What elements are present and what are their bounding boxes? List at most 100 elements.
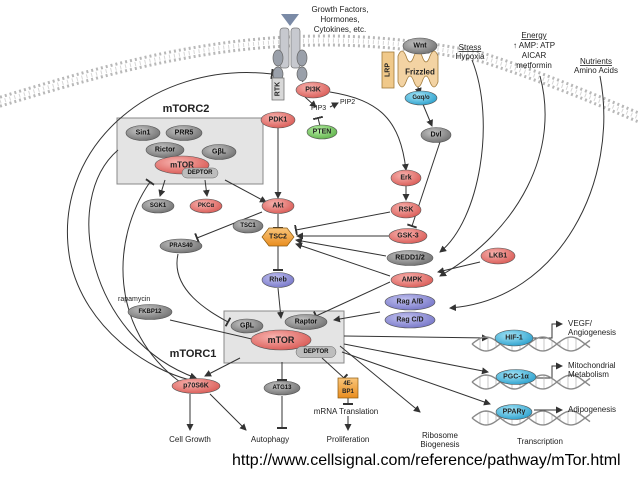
node-hif1: HIF-1 bbox=[494, 329, 534, 347]
node-sin1-label: Sin1 bbox=[136, 130, 151, 137]
node-fkbp12: FKBP12 bbox=[127, 304, 173, 320]
node-rheb: Rheb bbox=[261, 272, 295, 288]
node-pkca: PKCα bbox=[189, 198, 223, 214]
node-deptor2-label: DEPTOR bbox=[188, 170, 214, 176]
node-deptor2: DEPTOR bbox=[181, 167, 219, 179]
energy-label-1: ↑ AMP: ATP bbox=[513, 41, 555, 50]
frizzled-label: Frizzled bbox=[405, 68, 435, 77]
node-lkb1-label: LKB1 bbox=[489, 253, 507, 260]
pathway-edges bbox=[67, 59, 605, 431]
node-gbl2-label: GβL bbox=[212, 149, 227, 156]
vegf-label-0: VEGF/ bbox=[568, 319, 593, 328]
node-4ebp1: 4E-BP1 bbox=[337, 377, 359, 399]
node-rsk-label: RSK bbox=[399, 207, 414, 214]
node-p70s6k: p70S6K bbox=[171, 378, 221, 394]
node-prr5-label: PRR5 bbox=[175, 130, 194, 137]
stress-label-1: Hypoxia bbox=[456, 52, 485, 61]
pip2-label: PIP2 bbox=[340, 99, 355, 106]
nutrients-label-1: Amino Acids bbox=[574, 66, 618, 75]
node-pgc1a-label: PGC-1α bbox=[503, 374, 529, 381]
node-4ebp1-label-1: BP1 bbox=[342, 389, 354, 395]
node-sin1: Sin1 bbox=[125, 125, 161, 141]
node-dvl-label: Dvl bbox=[431, 132, 442, 139]
node-pdk1: PDK1 bbox=[260, 111, 296, 129]
stress-label-0: Stress bbox=[459, 43, 482, 52]
node-tsc1: TSC1 bbox=[232, 218, 264, 234]
node-pten-label: PTEN bbox=[313, 129, 332, 136]
node-deptor1: DEPTOR bbox=[295, 346, 337, 358]
growth-factors-label-2: Cytokines, etc. bbox=[314, 25, 366, 34]
node-atg13-label: ATG13 bbox=[273, 385, 293, 391]
node-wnt-label: Wnt bbox=[413, 43, 427, 50]
ribosome-biogenesis-label-1: Biogenesis bbox=[420, 440, 459, 449]
node-prr5: PRR5 bbox=[165, 125, 203, 141]
mito-label-0: Mitochondrial bbox=[568, 361, 616, 370]
node-tsc2-label: TSC2 bbox=[269, 234, 287, 241]
node-rsk: RSK bbox=[390, 201, 422, 219]
node-redd-label: REDD1/2 bbox=[395, 255, 425, 262]
node-mtor1: mTOR bbox=[250, 329, 312, 351]
node-rictor-label: Rictor bbox=[155, 147, 176, 154]
node-gbl1: GβL bbox=[230, 318, 264, 334]
node-fkbp12-label: FKBP12 bbox=[138, 309, 162, 315]
cell-growth-label-0: Cell Growth bbox=[169, 435, 211, 444]
energy-label-3: metformin bbox=[516, 61, 552, 70]
mrna-translation-label-0: mRNA Translation bbox=[314, 407, 378, 416]
node-pras40: PRAS40 bbox=[159, 238, 203, 254]
rtk-label: RTK bbox=[275, 82, 282, 96]
node-p70s6k-label: p70S6K bbox=[183, 383, 209, 390]
node-rictor: Rictor bbox=[145, 142, 185, 158]
node-ampk-label: AMPK bbox=[402, 277, 423, 284]
node-hif1-label: HIF-1 bbox=[505, 335, 523, 342]
transcription-label-0: Transcription bbox=[517, 437, 563, 446]
node-ppar-label: PPARγ bbox=[503, 409, 526, 416]
node-raptor-label: Raptor bbox=[295, 319, 318, 326]
cell-membrane bbox=[0, 34, 638, 124]
node-ragcd-label: Rag C/D bbox=[396, 317, 423, 324]
growth-factors-label-0: Growth Factors, bbox=[312, 5, 369, 14]
energy-label-0: Energy bbox=[521, 31, 546, 40]
node-atg13: ATG13 bbox=[263, 380, 301, 396]
node-tsc1-label: TSC1 bbox=[240, 223, 256, 229]
node-rheb-label: Rheb bbox=[269, 277, 287, 284]
node-akt: Akt bbox=[261, 198, 295, 214]
rtk-receptor-icon bbox=[271, 14, 308, 101]
node-pgc1a: PGC-1α bbox=[495, 369, 537, 385]
energy-label-2: AICAR bbox=[522, 51, 547, 60]
node-mtor2-label: mTOR bbox=[170, 161, 194, 170]
node-pi3k-label: PI3K bbox=[305, 87, 321, 94]
frizzled-receptor-icon bbox=[381, 50, 439, 89]
rapamycin-label: rapamycin bbox=[118, 296, 150, 303]
node-ppar: PPARγ bbox=[495, 404, 533, 420]
mtorc1-label: mTORC1 bbox=[170, 348, 217, 360]
node-ampk: AMPK bbox=[390, 272, 434, 288]
growth-factors-label-1: Hormones, bbox=[320, 15, 359, 24]
vegf-label-1: Angiogenesis bbox=[568, 328, 616, 337]
node-gaq-label: Gαq/o bbox=[412, 95, 430, 101]
node-sgk1-label: SGK1 bbox=[150, 203, 167, 209]
node-gaq: Gαq/o bbox=[404, 90, 438, 106]
node-ragcd: Rag C/D bbox=[384, 311, 436, 329]
node-ragab: Rag A/B bbox=[384, 293, 436, 311]
autophagy-label-0: Autophagy bbox=[251, 435, 289, 444]
node-pdk1-label: PDK1 bbox=[269, 117, 288, 124]
adipogenesis-label-0: Adipogenesis bbox=[568, 405, 616, 414]
source-url[interactable]: http://www.cellsignal.com/reference/path… bbox=[232, 452, 621, 469]
node-pten: PTEN bbox=[306, 124, 338, 140]
node-4ebp1-label-0: 4E- bbox=[343, 381, 352, 387]
node-lkb1: LKB1 bbox=[480, 247, 516, 265]
node-redd: REDD1/2 bbox=[386, 250, 434, 266]
node-sgk1: SGK1 bbox=[141, 198, 175, 214]
ribosome-biogenesis-label-0: Ribosome bbox=[422, 431, 459, 440]
node-erk-label: Erk bbox=[400, 175, 411, 182]
node-gsk3: GSK-3 bbox=[388, 228, 428, 244]
node-dvl: Dvl bbox=[420, 127, 452, 143]
node-wnt: Wnt bbox=[402, 37, 438, 55]
node-mtor1-label: mTOR bbox=[268, 335, 295, 345]
node-deptor1-label: DEPTOR bbox=[304, 349, 330, 355]
node-erk: Erk bbox=[390, 169, 422, 187]
node-pi3k: PI3K bbox=[295, 81, 331, 99]
node-akt-label: Akt bbox=[272, 203, 284, 210]
node-gbl2: GβL bbox=[201, 144, 237, 160]
